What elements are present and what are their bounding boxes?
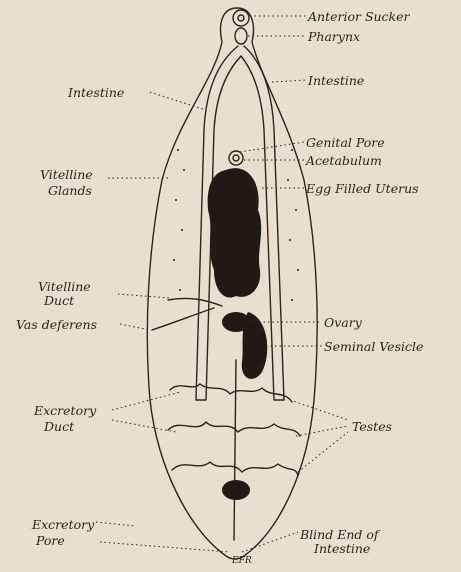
label-excretory-duct-2: Duct	[44, 420, 74, 433]
label-blind-end-2: Intestine	[314, 542, 370, 555]
posterior-body-mass	[222, 480, 250, 500]
label-genital-pore: Genital Pore	[306, 136, 385, 149]
label-intestine-left: Intestine	[68, 86, 124, 99]
label-blind-end-1: Blind End of	[300, 528, 379, 541]
label-pharynx: Pharynx	[308, 30, 360, 43]
label-testes: Testes	[352, 420, 392, 433]
label-anterior-sucker: Anterior Sucker	[308, 10, 410, 23]
label-vitelline-glands-2: Glands	[48, 184, 92, 197]
label-ovary: Ovary	[324, 316, 362, 329]
label-vitelline-duct-2: Duct	[44, 294, 74, 307]
label-excretory-duct-1: Excretory	[34, 404, 96, 417]
label-vas-deferens: Vas deferens	[16, 318, 97, 331]
label-excretory-pore-1: Excretory	[32, 518, 94, 531]
label-acetabulum: Acetabulum	[306, 154, 382, 167]
label-vitelline-duct-1: Vitelline	[38, 280, 91, 293]
label-vitelline-glands-1: Vitelline	[40, 168, 93, 181]
label-excretory-pore-2: Pore	[36, 534, 65, 547]
acetabulum	[229, 151, 243, 165]
pharynx	[235, 28, 247, 44]
artist-signature: EFR	[232, 555, 252, 568]
anterior-sucker	[233, 10, 249, 26]
label-intestine-right: Intestine	[308, 74, 364, 87]
excretory-duct	[234, 360, 236, 540]
egg-filled-uterus	[208, 168, 262, 297]
label-egg-filled-uterus: Egg Filled Uterus	[306, 182, 419, 195]
label-seminal-vesicle: Seminal Vesicle	[324, 340, 423, 353]
